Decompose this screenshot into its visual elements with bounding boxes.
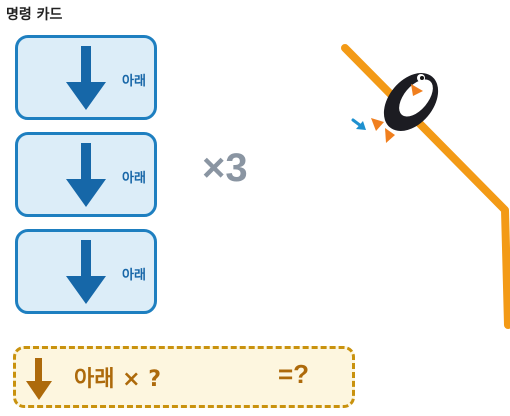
command-card-down-1[interactable]: 아래 [15,35,157,120]
equation-result: =? [278,359,310,389]
repeat-multiplier: ×3 [202,146,248,190]
track-scene [341,44,510,329]
card-label: 아래 [122,268,146,283]
card-label: 아래 [122,171,146,186]
panel-title: 명령 카드 [6,7,63,23]
command-card-down-2[interactable]: 아래 [15,132,157,217]
down-arrow-icon [66,143,106,207]
equation-box: 아래 × ? =? [13,346,355,408]
down-arrow-icon [66,46,106,110]
equation-text: 아래 × ? [74,367,161,392]
command-card-down-3[interactable]: 아래 [15,229,157,314]
card-label: 아래 [122,74,146,89]
direction-arrow-icon [351,118,366,130]
down-arrow-icon [26,358,52,400]
penguin-icon [371,73,439,143]
down-arrow-icon [66,240,106,304]
